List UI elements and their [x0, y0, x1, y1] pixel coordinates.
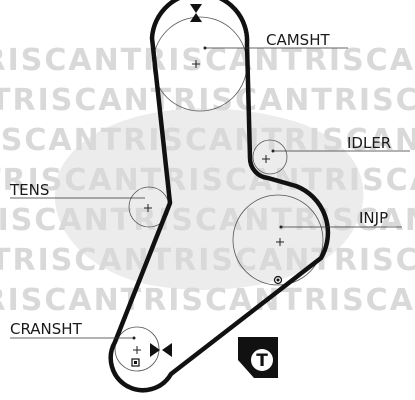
badge-letter: T	[256, 351, 268, 371]
injection-pump-label: INJP	[359, 209, 388, 227]
tensioner-badge: T	[238, 337, 278, 378]
crankshaft-center-cross	[131, 336, 141, 367]
crankshaft-label: CRANSHT	[10, 320, 83, 338]
tensioner-label: TENS	[9, 181, 49, 199]
idler-label: IDLER	[347, 134, 391, 152]
crankshaft-pulley	[114, 326, 160, 372]
crankshaft-timing-mark	[150, 343, 172, 357]
camshaft-timing-mark	[190, 4, 202, 22]
idler-pulley	[252, 139, 288, 175]
camshaft-label: CAMSHT	[266, 31, 330, 49]
tensioner-center-cross	[144, 204, 152, 212]
injection-pump-center-cross	[273, 225, 284, 285]
timing-belt	[108, 0, 331, 393]
injection-pump-pulley	[232, 194, 324, 286]
